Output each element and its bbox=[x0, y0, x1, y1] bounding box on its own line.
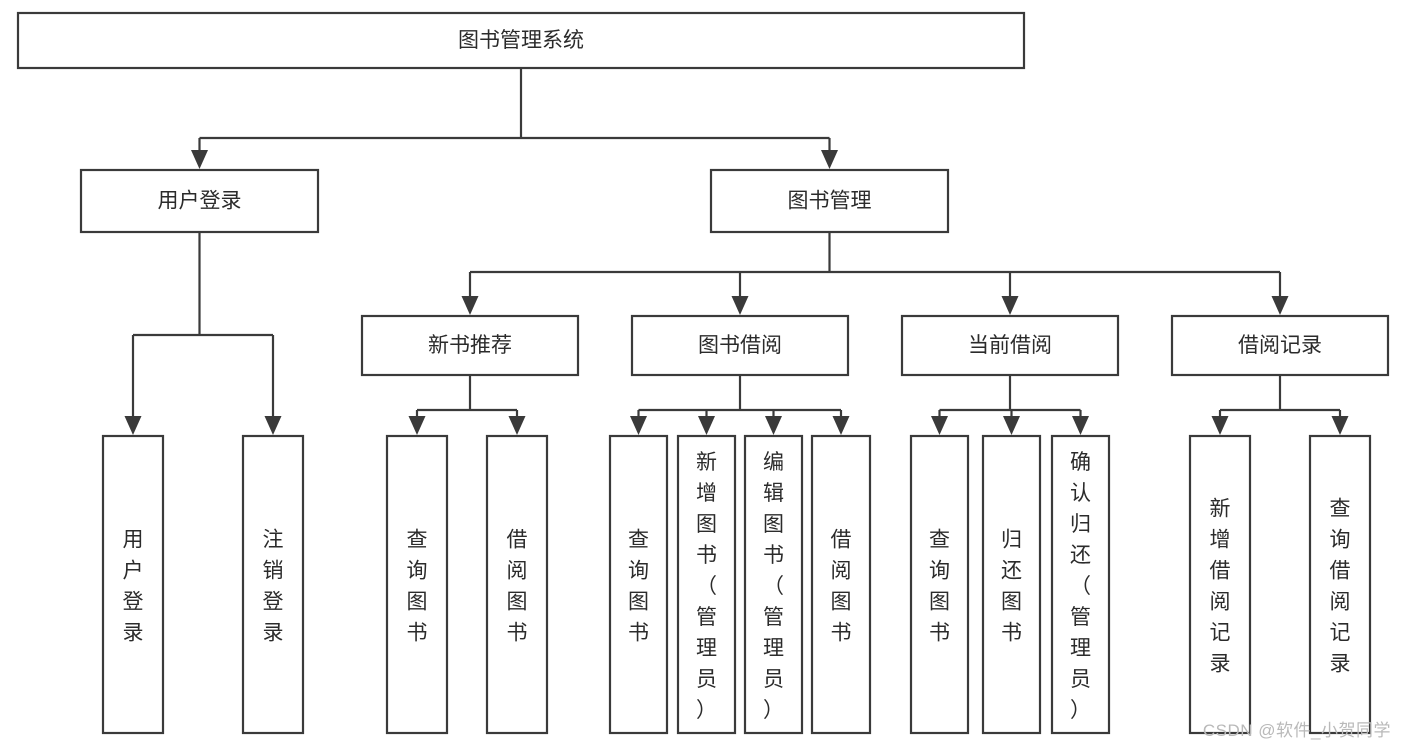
node-level3-1[interactable]: 图书借阅 bbox=[630, 314, 850, 377]
arrow-head-icon bbox=[1211, 416, 1229, 435]
node-label: 查询图书 bbox=[628, 529, 649, 645]
arrow-head-icon bbox=[264, 416, 282, 435]
arrow-head-icon bbox=[630, 416, 647, 435]
node-rect[interactable] bbox=[485, 434, 549, 735]
node-label: 借阅记录 bbox=[1238, 334, 1322, 357]
arrow-head-icon bbox=[698, 416, 715, 435]
node-label: 图书管理 bbox=[788, 190, 872, 213]
node-leaf-5[interactable]: 新增图书（管理员） bbox=[676, 434, 737, 735]
node-leaf-9[interactable]: 归还图书 bbox=[981, 434, 1042, 735]
node-label: 查询借阅记录 bbox=[1330, 498, 1351, 676]
node-rect[interactable] bbox=[909, 434, 970, 735]
arrow-head-icon bbox=[124, 416, 142, 435]
node-label: 图书管理系统 bbox=[458, 29, 584, 52]
node-root[interactable]: 图书管理系统 bbox=[16, 11, 1026, 70]
arrow-head-icon bbox=[765, 416, 782, 435]
node-rect[interactable] bbox=[630, 314, 850, 377]
node-leaf-10[interactable]: 确认归还（管理员） bbox=[1050, 434, 1111, 735]
node-leaf-7[interactable]: 借阅图书 bbox=[810, 434, 872, 735]
node-rect[interactable] bbox=[810, 434, 872, 735]
node-rect[interactable] bbox=[900, 314, 1120, 377]
node-rect[interactable] bbox=[676, 434, 737, 735]
node-leaf-8[interactable]: 查询图书 bbox=[909, 434, 970, 735]
node-leaf-11[interactable]: 新增借阅记录 bbox=[1188, 434, 1252, 735]
arrow-head-icon bbox=[731, 296, 749, 315]
node-rect[interactable] bbox=[241, 434, 305, 735]
arrow-head-icon bbox=[408, 416, 426, 435]
node-label: 查询图书 bbox=[407, 529, 428, 645]
node-label: 编辑图书（管理员） bbox=[763, 451, 784, 722]
node-rect[interactable] bbox=[79, 168, 320, 234]
arrow-head-icon bbox=[1003, 416, 1020, 435]
node-level3-2[interactable]: 当前借阅 bbox=[900, 314, 1120, 377]
node-rect[interactable] bbox=[16, 11, 1026, 70]
node-label: 借阅图书 bbox=[831, 529, 852, 645]
node-rect[interactable] bbox=[101, 434, 165, 735]
node-label: 用户登录 bbox=[123, 529, 144, 645]
node-rect[interactable] bbox=[1188, 434, 1252, 735]
node-rect[interactable] bbox=[385, 434, 449, 735]
node-level3-3[interactable]: 借阅记录 bbox=[1170, 314, 1390, 377]
arrow-head-icon bbox=[191, 150, 208, 169]
arrow-head-icon bbox=[832, 416, 850, 435]
node-level2-0[interactable]: 用户登录 bbox=[79, 168, 320, 234]
node-label: 查询图书 bbox=[929, 529, 950, 645]
arrow-head-icon bbox=[1271, 296, 1289, 315]
node-leaf-1[interactable]: 注销登录 bbox=[241, 434, 305, 735]
node-leaf-3[interactable]: 借阅图书 bbox=[485, 434, 549, 735]
node-label: 归还图书 bbox=[1001, 529, 1022, 645]
node-leaf-4[interactable]: 查询图书 bbox=[608, 434, 669, 735]
node-label: 当前借阅 bbox=[968, 334, 1052, 357]
node-leaf-2[interactable]: 查询图书 bbox=[385, 434, 449, 735]
node-label: 用户登录 bbox=[158, 190, 242, 213]
node-label: 借阅图书 bbox=[507, 529, 528, 645]
arrow-head-icon bbox=[461, 296, 479, 315]
nodes: 图书管理系统用户登录图书管理新书推荐图书借阅当前借阅借阅记录用户登录注销登录查询… bbox=[16, 11, 1390, 735]
node-rect[interactable] bbox=[360, 314, 580, 377]
connectors bbox=[124, 68, 1349, 435]
node-leaf-12[interactable]: 查询借阅记录 bbox=[1308, 434, 1372, 735]
node-label: 新增图书（管理员） bbox=[696, 451, 717, 722]
node-rect[interactable] bbox=[1170, 314, 1390, 377]
arrow-head-icon bbox=[508, 416, 526, 435]
node-rect[interactable] bbox=[608, 434, 669, 735]
node-leaf-0[interactable]: 用户登录 bbox=[101, 434, 165, 735]
arrow-head-icon bbox=[1331, 416, 1349, 435]
arrow-head-icon bbox=[931, 416, 948, 435]
node-label: 注销登录 bbox=[263, 529, 284, 645]
node-rect[interactable] bbox=[1050, 434, 1111, 735]
arrow-head-icon bbox=[821, 150, 838, 169]
arrow-head-icon bbox=[1001, 296, 1019, 315]
node-rect[interactable] bbox=[743, 434, 804, 735]
node-label: 新增借阅记录 bbox=[1210, 498, 1231, 676]
node-level3-0[interactable]: 新书推荐 bbox=[360, 314, 580, 377]
node-label: 图书借阅 bbox=[698, 334, 782, 357]
node-rect[interactable] bbox=[709, 168, 950, 234]
node-rect[interactable] bbox=[1308, 434, 1372, 735]
node-rect[interactable] bbox=[981, 434, 1042, 735]
node-leaf-6[interactable]: 编辑图书（管理员） bbox=[743, 434, 804, 735]
arrow-head-icon bbox=[1072, 416, 1089, 435]
node-level2-1[interactable]: 图书管理 bbox=[709, 168, 950, 234]
node-label: 新书推荐 bbox=[428, 334, 512, 357]
node-label: 确认归还（管理员） bbox=[1070, 451, 1091, 722]
